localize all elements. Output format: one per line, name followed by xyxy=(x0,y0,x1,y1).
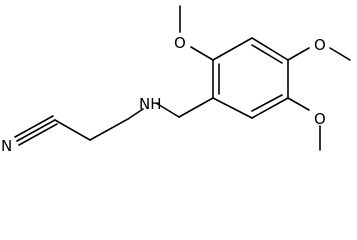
methoxy-right-bottom-o-label: O xyxy=(314,110,326,128)
bond-chain-1 xyxy=(54,119,91,141)
bond-methoxy-right-top-1 xyxy=(287,47,310,61)
bond-ring-6 xyxy=(212,97,253,119)
bond-methoxy-top-1 xyxy=(190,46,214,61)
bond-chain-3 xyxy=(127,108,144,120)
bond-nitrile-2 xyxy=(14,115,54,138)
bond-ring-5 xyxy=(251,97,289,119)
bond-methoxy-right-top-2 xyxy=(329,47,351,61)
bond-chain-4 xyxy=(155,102,180,118)
bond-ring-2 xyxy=(212,37,253,61)
chemical-structure: N NH O O O xyxy=(1,5,351,151)
nitrile-n-label: N xyxy=(1,137,12,151)
atom-labels: N NH O O O xyxy=(1,34,326,151)
amine-nh-label: NH xyxy=(139,95,162,113)
bond-nitrile-3 xyxy=(18,123,58,146)
bonds xyxy=(14,5,351,151)
bond-nitrile-1 xyxy=(16,119,56,142)
bond-ring-3 xyxy=(251,37,289,61)
methoxy-right-top-o-label: O xyxy=(314,36,326,54)
bond-chain-2 xyxy=(89,118,129,141)
bond-ring-inner-2 xyxy=(251,44,283,64)
bond-methoxy-right-bottom-1 xyxy=(287,97,310,111)
bond-chain-5 xyxy=(178,97,214,118)
methoxy-top-o-label: O xyxy=(174,34,186,52)
bond-ring-inner-3 xyxy=(251,94,283,112)
